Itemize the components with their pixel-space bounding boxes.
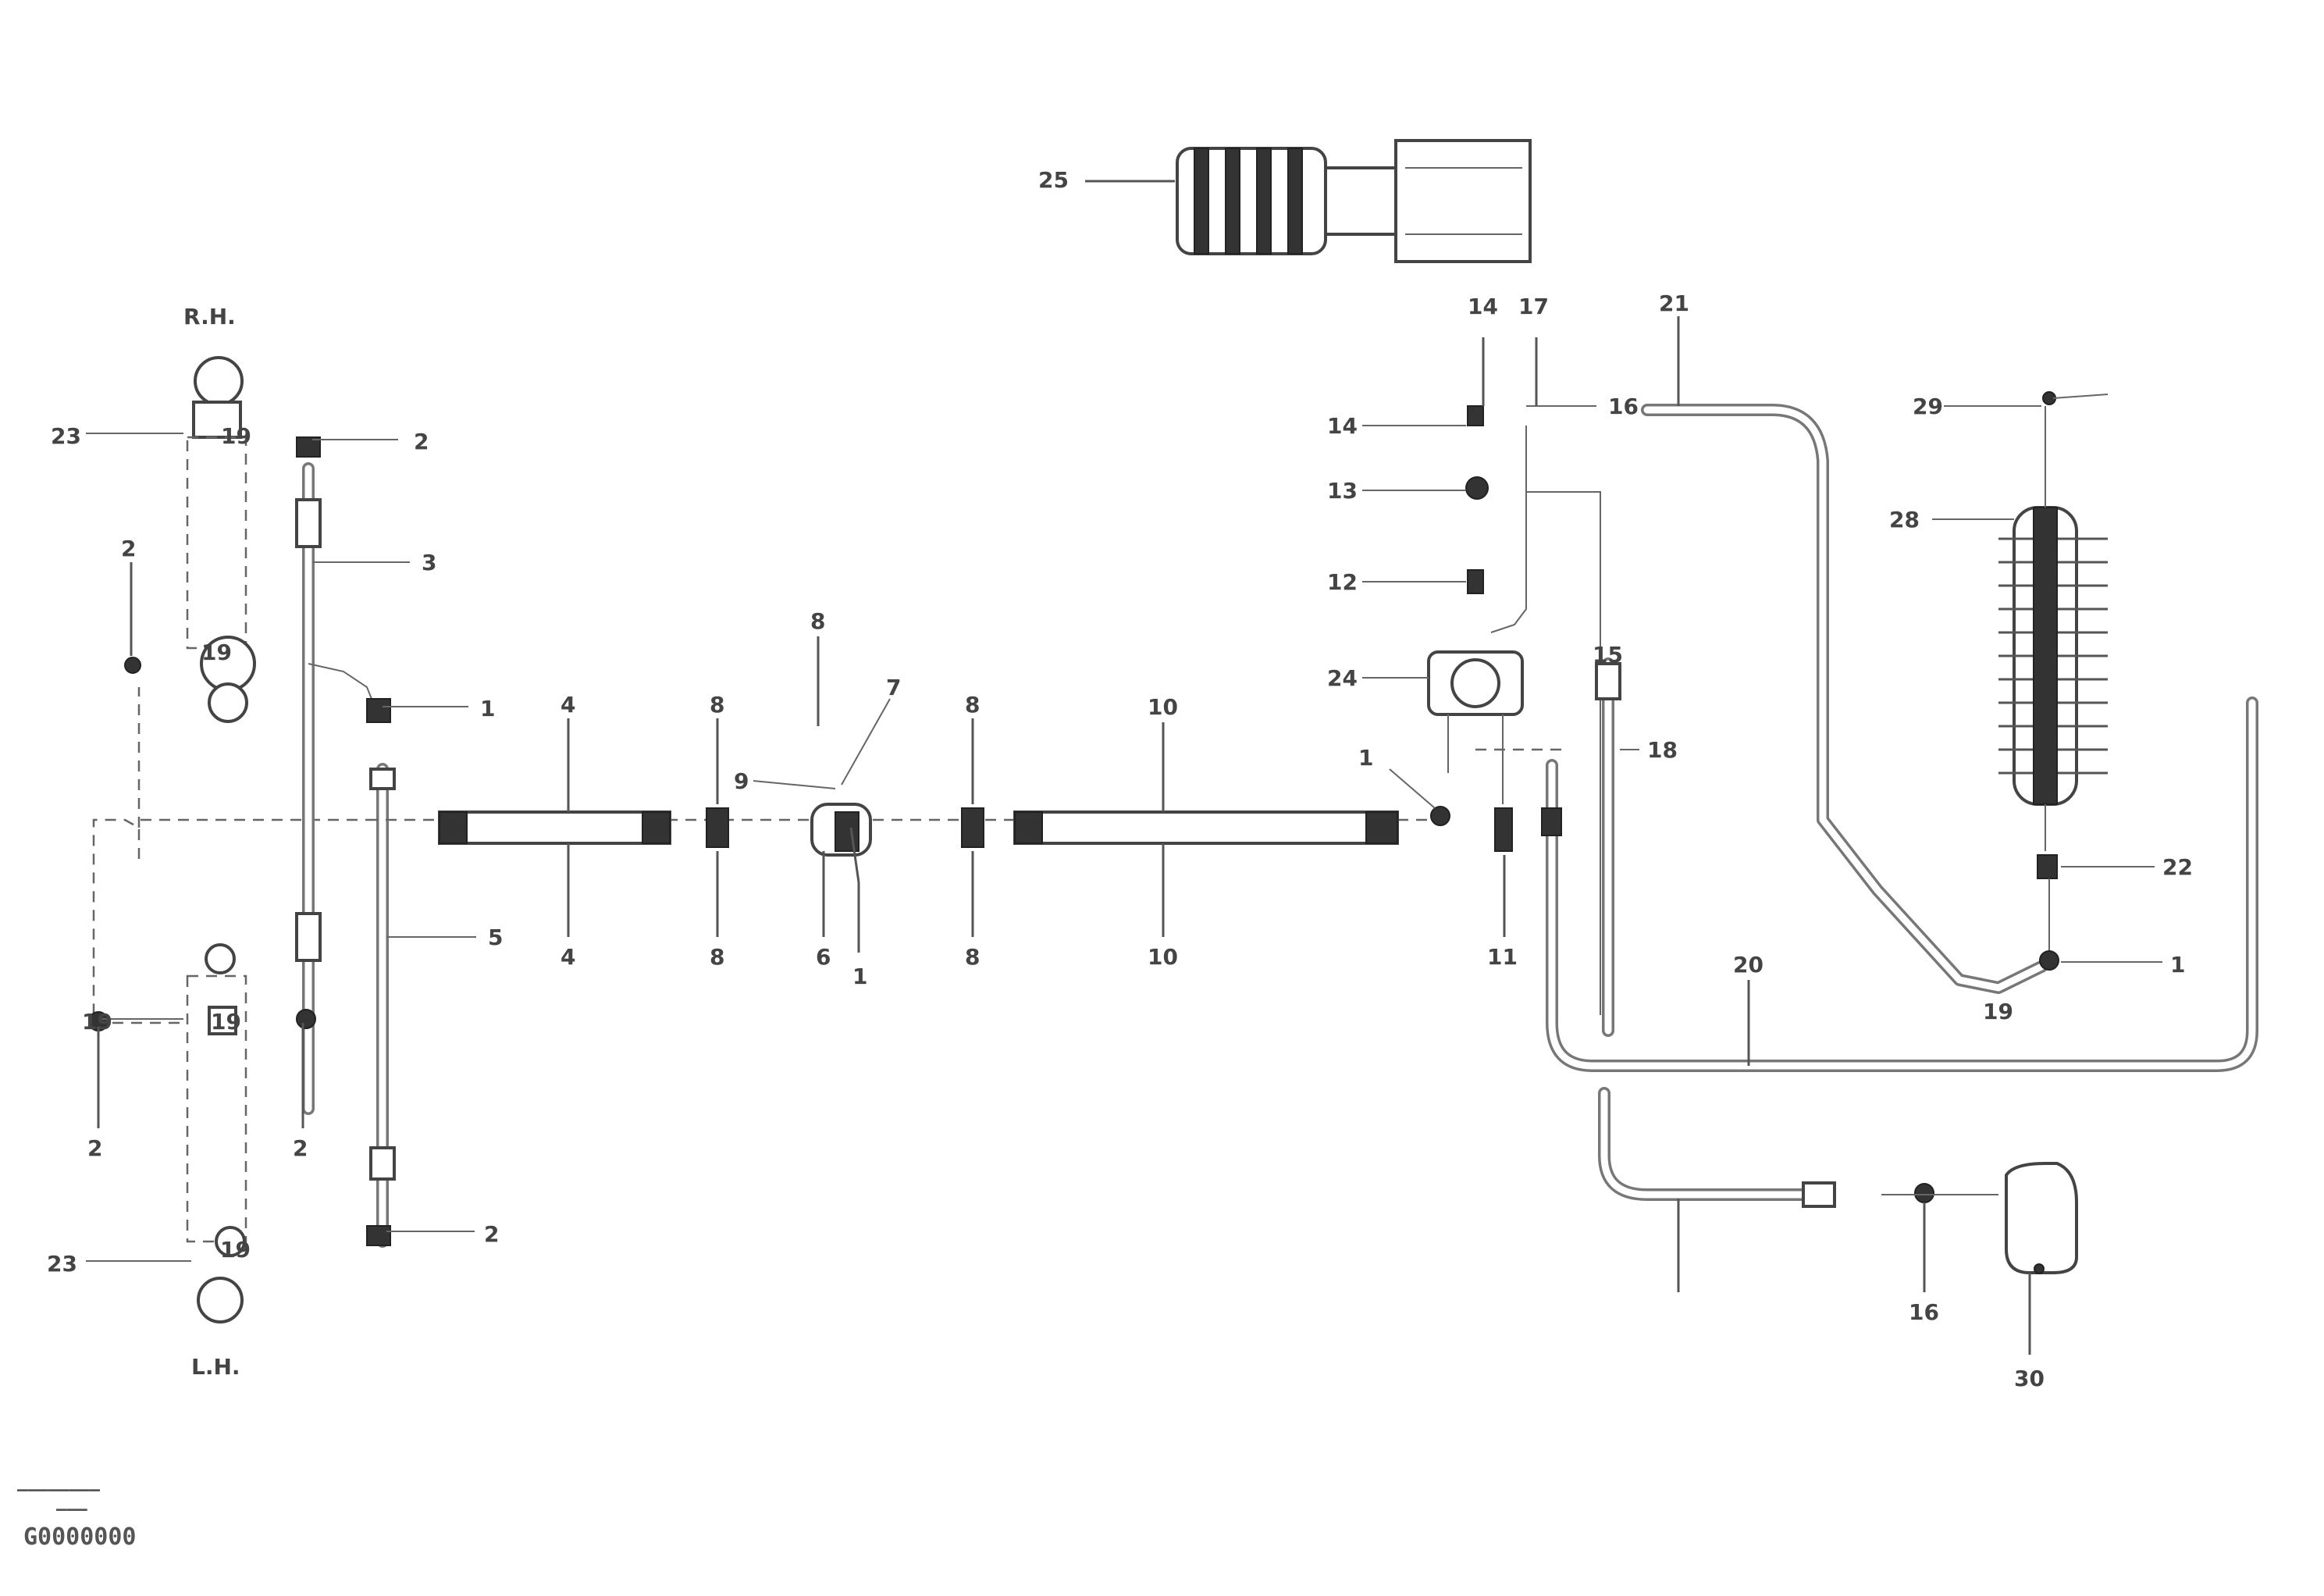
callout-8-a-bottom: 8: [710, 944, 724, 970]
drawing-id: G0000000: [23, 1523, 137, 1551]
callout-30: 30: [2014, 1366, 2045, 1391]
callout-16-bottom: 16: [1909, 1299, 1939, 1325]
callout-19-bottom: 19: [220, 1237, 251, 1263]
right-valve-assembly: [1427, 391, 2258, 1274]
centre-pipe-line: [367, 803, 1452, 883]
callout-8-a-top: 8: [710, 692, 724, 718]
callout-3-upper: 3: [422, 550, 436, 575]
callout-8-b-top: 8: [810, 608, 825, 634]
filter-element: [1998, 506, 2108, 806]
callout-13: 13: [1327, 478, 1358, 504]
callout-8-c-bottom: 8: [965, 944, 980, 970]
callout-20: 20: [1733, 952, 1763, 978]
callout-1-left: 1: [480, 696, 495, 721]
callout-19-low2: 19: [211, 1009, 241, 1035]
callout-9: 9: [734, 768, 749, 794]
left-cylinder-assembly: [88, 356, 396, 1323]
callout-21: 21: [1659, 290, 1689, 316]
callout-1-far-right: 1: [2170, 952, 2185, 978]
callout-15: 15: [1593, 642, 1623, 668]
callout-25: 25: [1038, 167, 1069, 193]
leader-lines: [86, 316, 2162, 1355]
callout-19-mid: 19: [201, 639, 232, 665]
callout-16-near: 16: [1608, 394, 1639, 419]
callout-12: 12: [1327, 569, 1358, 595]
callout-7: 7: [886, 675, 901, 700]
callout-14-left: 14: [1327, 413, 1358, 439]
callout-23-lower: 23: [47, 1251, 77, 1277]
footer-line-1: ————————: [17, 1480, 101, 1500]
callout-4-bottom: 4: [561, 944, 575, 970]
label-rh: R.H.: [183, 304, 236, 330]
callout-14-top: 14: [1468, 294, 1498, 319]
footer-line-2: ———: [56, 1500, 87, 1519]
callout-4-top: 4: [561, 692, 575, 718]
callout-24: 24: [1327, 665, 1358, 691]
callout-28: 28: [1889, 507, 1920, 533]
label-lh: L.H.: [191, 1354, 240, 1380]
callout-2-upper: 2: [414, 429, 429, 454]
callout-1-centre: 1: [852, 964, 867, 989]
callout-19-upper: 19: [221, 423, 251, 449]
callout-1-right: 1: [1358, 745, 1373, 771]
callout-8-c-top: 8: [965, 692, 980, 718]
callout-2-low-right: 2: [293, 1135, 308, 1161]
callout-2-bottom: 2: [484, 1221, 499, 1247]
callout-29-top: 29: [1913, 394, 1943, 419]
callout-22: 22: [2162, 854, 2193, 880]
callout-10-bottom: 10: [1148, 944, 1178, 970]
callout-5: 5: [488, 924, 503, 950]
callout-10-top: 10: [1148, 694, 1178, 720]
callout-19-right: 19: [1983, 999, 2013, 1024]
callout-numbers: R.H. L.H. 23 19 2 3 2 1 19 5 19 19 2 2 2…: [47, 167, 2193, 1391]
filter-cartridge-component: [1176, 139, 1532, 263]
callout-11: 11: [1487, 944, 1518, 970]
callout-19-low: 19: [82, 1009, 112, 1035]
callout-6: 6: [816, 944, 831, 970]
drawing-reference: ———————— ——— G0000000: [17, 1480, 137, 1551]
callout-23-upper: 23: [51, 423, 81, 449]
callout-2-left: 2: [121, 536, 136, 561]
callout-18: 18: [1647, 737, 1678, 763]
callout-17: 17: [1518, 294, 1549, 319]
callout-2-low-left: 2: [87, 1135, 102, 1161]
